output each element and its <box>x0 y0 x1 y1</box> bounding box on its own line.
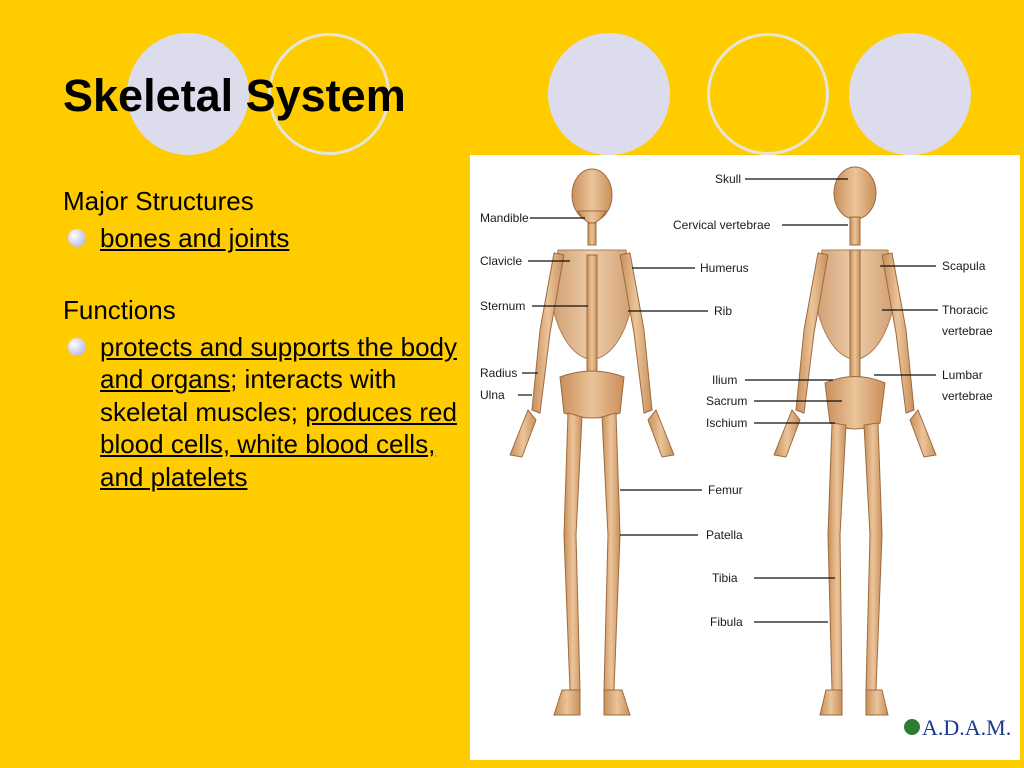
label-femur: Femur <box>708 483 743 497</box>
label-ulna: Ulna <box>480 388 505 402</box>
logo-leaf-icon <box>904 719 920 735</box>
label-skull: Skull <box>715 172 741 186</box>
decor-circle-3 <box>548 33 670 155</box>
label-ischium: Ischium <box>706 416 747 430</box>
back-skeleton <box>773 166 937 716</box>
label-lumbar-1: Lumbar <box>942 368 983 382</box>
back-skull <box>833 166 877 220</box>
section-heading-structures: Major Structures <box>63 186 254 216</box>
slide-title: Skeletal System <box>63 70 406 121</box>
label-clavicle: Clavicle <box>480 254 522 268</box>
label-ilium: Ilium <box>712 373 737 387</box>
front-right-foot <box>603 689 631 716</box>
back-pelvis <box>824 376 886 430</box>
decor-circle-4 <box>707 33 829 155</box>
label-fibula: Fibula <box>710 615 743 629</box>
bullet-functions: protects and supports the body and organ… <box>63 331 463 494</box>
front-right-arm <box>619 252 653 414</box>
front-spine <box>586 254 598 376</box>
label-thoracic-1: Thoracic <box>942 303 988 317</box>
decor-circle-5 <box>849 33 971 155</box>
decor-circle-1 <box>127 33 249 155</box>
back-right-arm <box>881 252 915 414</box>
back-spine <box>849 249 861 386</box>
label-scapula: Scapula <box>942 259 986 273</box>
leader-lines <box>518 178 938 623</box>
bullet-dot-icon <box>68 337 86 356</box>
label-sacrum: Sacrum <box>706 394 747 408</box>
logo-text: A.D.A.M. <box>922 715 1011 740</box>
bullet-structures: bones and joints <box>63 222 463 255</box>
front-left-foot <box>553 689 581 716</box>
label-lumbar-2: vertebrae <box>942 389 993 403</box>
front-left-arm <box>531 252 565 414</box>
figure-background <box>470 155 1020 760</box>
label-sternum: Sternum <box>480 299 525 313</box>
back-right-hand <box>909 409 937 458</box>
front-skeleton <box>509 168 675 716</box>
front-right-hand <box>647 409 675 458</box>
label-mandible: Mandible <box>480 211 529 225</box>
bullet-dot-icon <box>68 228 86 247</box>
front-neck <box>587 222 597 246</box>
slide-body: Major Structures bones and joints Functi… <box>63 185 463 493</box>
front-left-hand <box>509 409 537 458</box>
adam-logo: A.D.A.M. <box>904 715 1011 740</box>
label-humerus: Humerus <box>700 261 749 275</box>
front-pelvis <box>559 370 625 419</box>
bullet-text-structures: bones and joints <box>100 222 290 253</box>
back-right-foot <box>865 689 889 716</box>
bullet-text-functions-1: protects and supports the body and organ… <box>100 331 458 395</box>
label-cervical-vertebrae: Cervical vertebrae <box>673 218 771 232</box>
decor-circle-2 <box>268 33 390 155</box>
section-heading-functions: Functions <box>63 295 176 325</box>
bullet-text-functions-3: produces red blood cells, white blood ce… <box>100 396 457 492</box>
label-radius: Radius <box>480 366 517 380</box>
label-thoracic-2: vertebrae <box>942 324 993 338</box>
back-left-arm <box>795 252 829 414</box>
label-tibia: Tibia <box>712 571 738 585</box>
skeleton-diagram: Skull Cervical vertebrae Mandible Clavic… <box>470 155 1020 760</box>
back-neck <box>849 216 861 246</box>
bullet-text-functions-2: ; interacts with skeletal muscles; <box>100 364 397 427</box>
skeleton-svg: Skull Cervical vertebrae Mandible Clavic… <box>470 155 1020 760</box>
label-patella: Patella <box>706 528 743 542</box>
back-left-foot <box>819 689 843 716</box>
label-rib: Rib <box>714 304 732 318</box>
back-left-hand <box>773 409 801 458</box>
